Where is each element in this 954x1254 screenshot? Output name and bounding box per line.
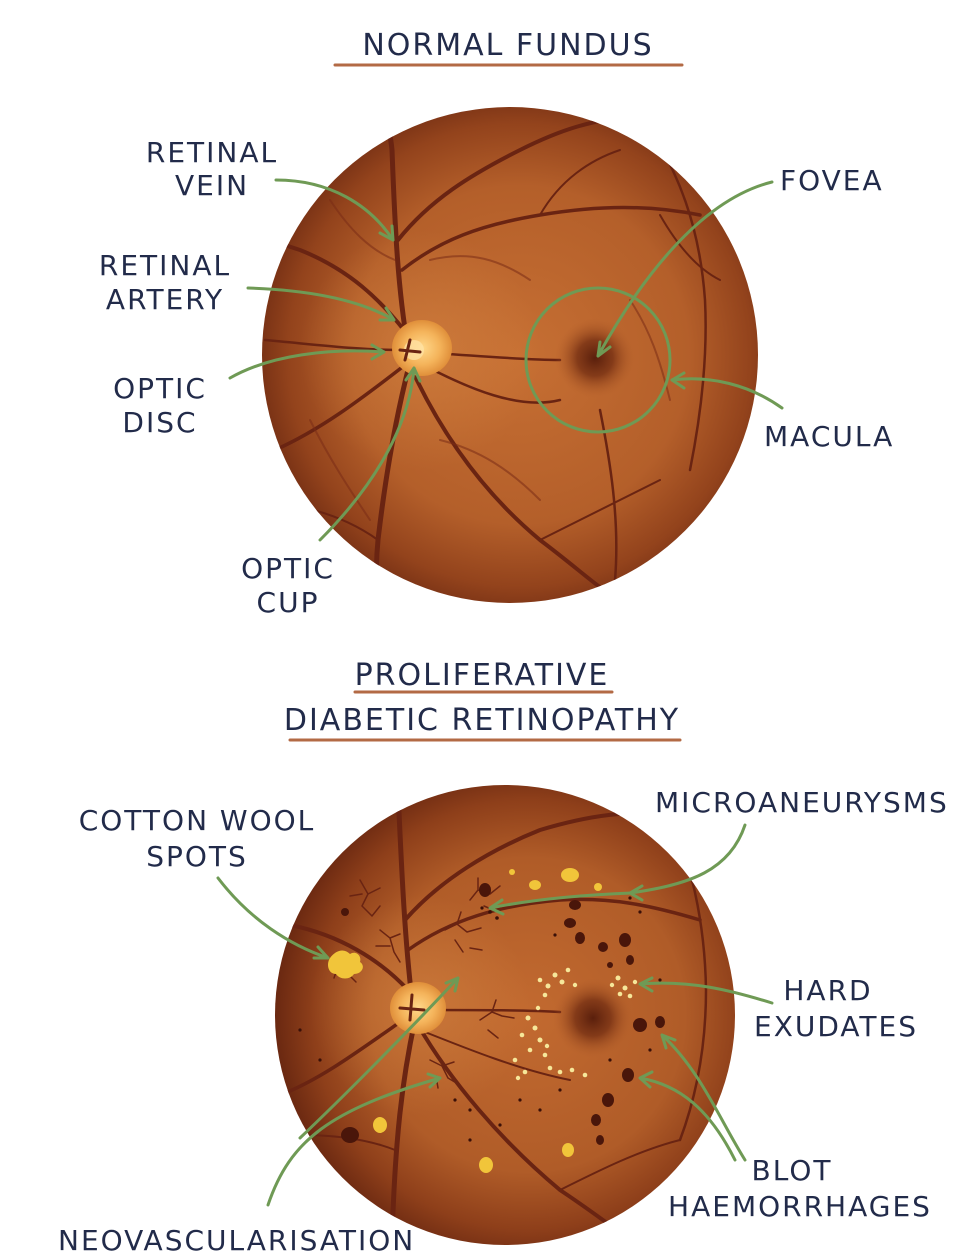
svg-text:BLOT: BLOT [752, 1154, 833, 1187]
svg-text:OPTIC: OPTIC [241, 552, 335, 585]
pdr-title-line2: DIABETIC RETINOPATHY [284, 703, 680, 738]
svg-text:OPTIC: OPTIC [113, 372, 207, 405]
arrow-cotton-wool-spots [216, 876, 330, 960]
label-optic-disc: OPTIC DISC [113, 372, 207, 439]
blot-haemorrhages [341, 883, 665, 1145]
label-retinal-vein: RETINAL VEIN [146, 136, 278, 202]
label-retinal-artery: RETINAL ARTERY [99, 249, 231, 316]
label-blot-haemorrhages: BLOT HAEMORRHAGES [668, 1154, 932, 1223]
arrow-optic-disc [228, 343, 386, 380]
svg-text:EXUDATES: EXUDATES [754, 1010, 918, 1043]
arrow-macula [670, 371, 784, 410]
svg-text:CUP: CUP [257, 586, 320, 619]
arrow-hard-exudates [638, 976, 774, 1005]
label-microaneurysms: MICROANEURYSMS [655, 786, 949, 819]
normal-title: NORMAL FUNDUS [362, 28, 653, 63]
arrow-blot-haemorrhages-2 [638, 1070, 737, 1162]
label-optic-cup: OPTIC CUP [241, 552, 335, 619]
normal-fundus-section: NORMAL FUNDUS [99, 28, 894, 619]
label-neovascularisation: NEOVASCULARISATION [58, 1224, 415, 1254]
arrow-optic-cup [318, 366, 422, 542]
pdr-title-line1: PROLIFERATIVE [355, 658, 610, 693]
arrow-neovascularisation-2 [298, 976, 460, 1140]
microaneurysms [298, 896, 662, 1142]
svg-text:COTTON WOOL: COTTON WOOL [79, 804, 316, 837]
arrow-fovea [596, 180, 774, 358]
cotton-wool-spots [328, 868, 602, 1173]
macula-ring [524, 286, 672, 434]
svg-text:HAEMORRHAGES: HAEMORRHAGES [668, 1190, 932, 1223]
arrow-blot-haemorrhages-1 [660, 1033, 747, 1162]
pdr-section: PROLIFERATIVE DIABETIC RETINOPATHY [58, 658, 949, 1254]
svg-text:SPOTS: SPOTS [146, 840, 248, 873]
svg-text:HARD: HARD [783, 974, 872, 1007]
arrow-microaneurysms-2 [488, 891, 634, 916]
arrow-neovascularisation-1 [266, 1072, 442, 1207]
label-fovea: FOVEA [780, 164, 884, 197]
arrow-retinal-vein [274, 178, 395, 242]
svg-text:ARTERY: ARTERY [106, 283, 224, 316]
label-cotton-wool-spots: COTTON WOOL SPOTS [79, 804, 316, 873]
arrow-retinal-artery [246, 286, 396, 322]
svg-text:RETINAL: RETINAL [99, 249, 231, 282]
svg-text:VEIN: VEIN [175, 169, 249, 202]
hard-exudates [512, 967, 638, 1081]
label-hard-exudates: HARD EXUDATES [754, 974, 918, 1043]
label-macula: MACULA [764, 420, 894, 453]
pdr-fundus-image [275, 785, 735, 1245]
svg-text:DISC: DISC [122, 406, 197, 439]
svg-text:RETINAL: RETINAL [146, 136, 278, 169]
